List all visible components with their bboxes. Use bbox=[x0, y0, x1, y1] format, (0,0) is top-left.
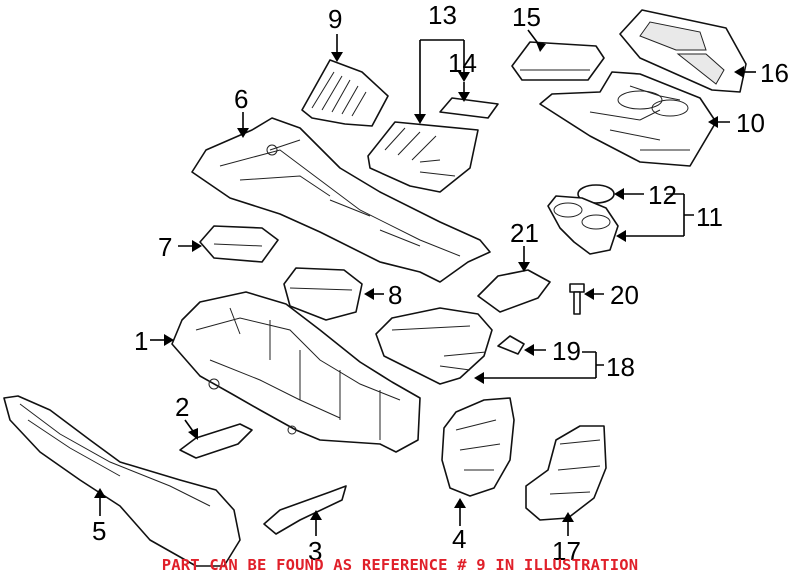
part-5-side-trim bbox=[3, 395, 241, 567]
callout-18: 18 bbox=[606, 352, 635, 382]
callout-16: 16 bbox=[760, 58, 789, 88]
part-8-box bbox=[283, 267, 363, 321]
part-16-trim-frame bbox=[619, 9, 747, 93]
callout-17: 17 bbox=[552, 536, 581, 566]
callout-20: 20 bbox=[610, 280, 639, 310]
part-18-armrest bbox=[375, 307, 493, 385]
part-11-cup-insert bbox=[547, 195, 619, 255]
callout-12: 12 bbox=[648, 180, 677, 210]
callout-6: 6 bbox=[234, 84, 248, 114]
part-20-bolt bbox=[569, 283, 585, 315]
callout-2: 2 bbox=[175, 392, 189, 422]
callout-13: 13 bbox=[428, 0, 457, 30]
part-19-clip bbox=[497, 335, 525, 355]
callout-5: 5 bbox=[92, 516, 106, 546]
part-7-bracket bbox=[199, 225, 279, 263]
part-1-console-carrier bbox=[171, 291, 421, 453]
part-14-cover bbox=[439, 97, 499, 119]
reference-note: PART CAN BE FOUND AS REFERENCE # 9 IN IL… bbox=[161, 556, 639, 574]
part-17-panel bbox=[525, 425, 607, 521]
part-21-pad bbox=[477, 269, 551, 313]
callout-4: 4 bbox=[452, 524, 466, 554]
callout-numbers: 9 13 14 15 16 10 12 11 6 7 21 20 8 19 18… bbox=[92, 0, 789, 566]
callout-7: 7 bbox=[158, 232, 172, 262]
callout-10: 10 bbox=[736, 108, 765, 138]
part-9-storage-bin bbox=[301, 59, 389, 127]
callout-3: 3 bbox=[308, 536, 322, 566]
callout-9: 9 bbox=[328, 4, 342, 34]
leader-lines bbox=[94, 29, 756, 536]
part-15-lid bbox=[511, 41, 605, 81]
part-13-tray bbox=[367, 121, 479, 193]
callout-15: 15 bbox=[512, 2, 541, 32]
part-10-housing bbox=[539, 71, 717, 167]
callout-14: 14 bbox=[448, 48, 477, 78]
part-6-console-frame bbox=[191, 117, 491, 283]
part-3-bracket bbox=[263, 485, 347, 535]
callout-1: 1 bbox=[134, 326, 148, 356]
callout-11: 11 bbox=[696, 202, 723, 232]
callout-21: 21 bbox=[510, 218, 539, 248]
part-4-support bbox=[441, 397, 515, 497]
callout-19: 19 bbox=[552, 336, 581, 366]
callout-8: 8 bbox=[388, 280, 402, 310]
